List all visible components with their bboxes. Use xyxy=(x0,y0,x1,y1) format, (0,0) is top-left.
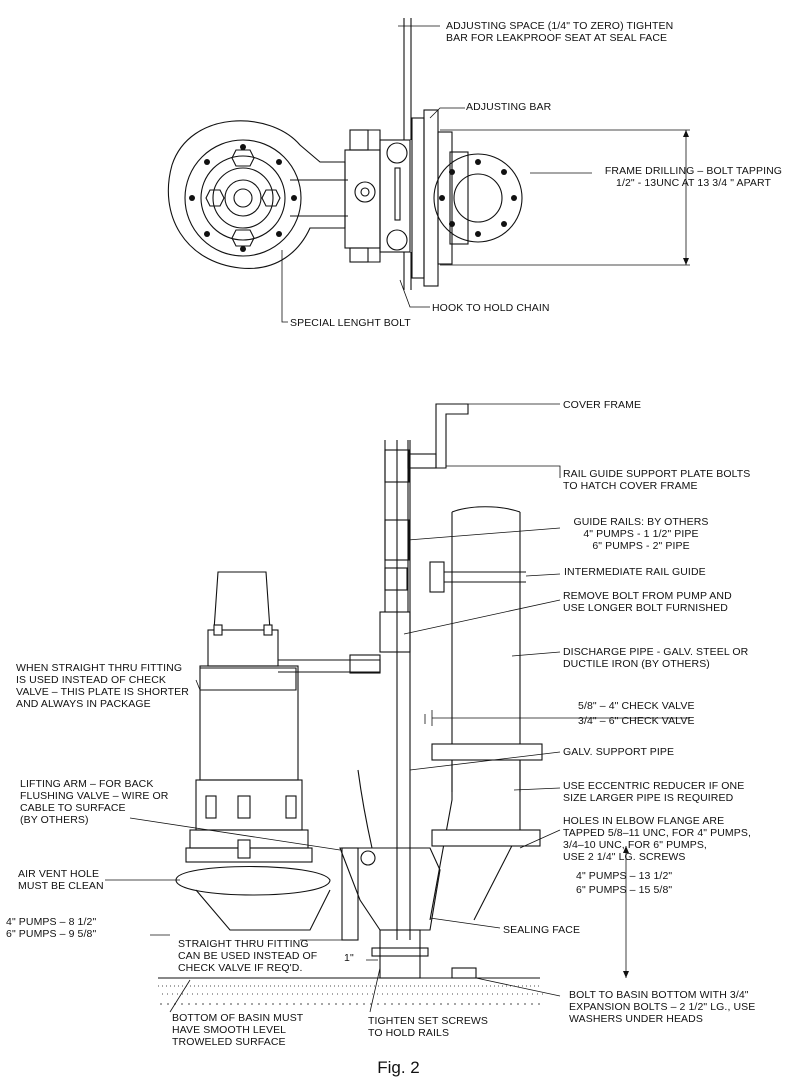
adjusting-space-label: ADJUSTING SPACE (1/4" TO ZERO) TIGHTEN B… xyxy=(446,20,674,44)
lifting-arm-label: LIFTING ARM – FOR BACK FLUSHING VALVE – … xyxy=(20,778,169,826)
top-view-drawing xyxy=(167,18,690,323)
sealing-face-label: SEALING FACE xyxy=(503,924,581,936)
straight-plate-label: WHEN STRAIGHT THRU FITTING IS USED INSTE… xyxy=(16,662,189,710)
remove-bolt-label: REMOVE BOLT FROM PUMP AND USE LONGER BOL… xyxy=(563,590,732,614)
check-valve-6-label: 3/4" – 6" CHECK VALVE xyxy=(578,715,695,727)
adjusting-bar-label: ADJUSTING BAR xyxy=(466,101,552,113)
pump-heights-label: 4" PUMPS – 8 1/2" 6" PUMPS – 9 5/8" xyxy=(6,916,97,940)
figure-caption: Fig. 2 xyxy=(377,1058,420,1077)
cover-frame-label: COVER FRAME xyxy=(563,399,642,411)
eccentric-reducer-label: USE ECCENTRIC REDUCER IF ONE SIZE LARGER… xyxy=(563,780,745,804)
air-vent-label: AIR VENT HOLE MUST BE CLEAN xyxy=(18,868,104,892)
bolt-basin-label: BOLT TO BASIN BOTTOM WITH 3/4" EXPANSION… xyxy=(569,989,756,1025)
discharge-pipe-label: DISCHARGE PIPE - GALV. STEEL OR DUCTILE … xyxy=(563,646,749,670)
straight-thru-fitting-label: STRAIGHT THRU FITTING CAN BE USED INSTEA… xyxy=(178,938,318,974)
support-pipe-label: GALV. SUPPORT PIPE xyxy=(563,746,675,758)
side-view-drawing xyxy=(105,403,690,1013)
hook-label: HOOK TO HOLD CHAIN xyxy=(432,302,550,314)
tighten-label: TIGHTEN SET SCREWS TO HOLD RAILS xyxy=(368,1015,489,1039)
guide-rails-label: GUIDE RAILS: BY OTHERS 4" PUMPS - 1 1/2"… xyxy=(573,516,709,552)
special-bolt-label: SPECIAL LENGHT BOLT xyxy=(290,317,411,329)
intermediate-rail-label: INTERMEDIATE RAIL GUIDE xyxy=(564,566,706,578)
one-inch-label: 1" xyxy=(344,952,354,964)
holes-label: HOLES IN ELBOW FLANGE ARE TAPPED 5/8–11 … xyxy=(563,815,752,863)
check-valve-4-label: 5/8" – 4" CHECK VALVE xyxy=(578,700,695,712)
bottom-basin-label: BOTTOM OF BASIN MUST HAVE SMOOTH LEVEL T… xyxy=(172,1012,304,1048)
rail-guide-support-label: RAIL GUIDE SUPPORT PLATE BOLTS TO HATCH … xyxy=(563,468,751,492)
height-4-label: 4" PUMPS – 13 1/2" xyxy=(576,870,673,882)
height-6-label: 6" PUMPS – 15 5/8" xyxy=(576,884,673,896)
frame-drilling-label: FRAME DRILLING – BOLT TAPPING 1/2" - 13U… xyxy=(604,165,783,189)
